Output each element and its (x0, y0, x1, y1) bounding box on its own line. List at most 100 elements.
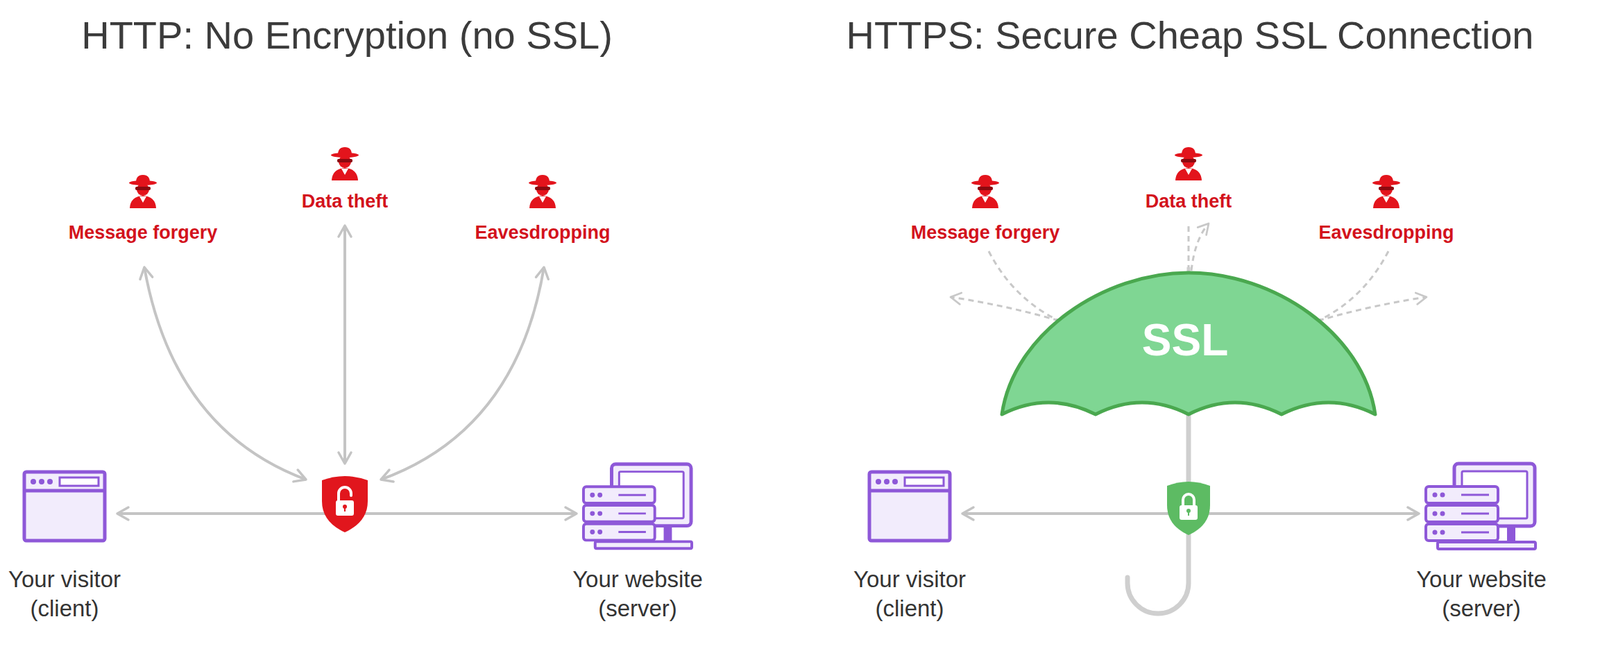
server-node: Your website (server) (581, 461, 694, 551)
server-unit (1425, 505, 1499, 522)
umbrella-node: SSL (999, 267, 1378, 420)
hacker-hat-brim (129, 180, 157, 186)
hacker-hat-brim (971, 180, 1000, 186)
hacker-hat-brim (1174, 152, 1203, 158)
open-shield (321, 475, 368, 533)
browser-dot (30, 478, 37, 485)
hacker-icon (1172, 145, 1205, 181)
server-light (1440, 492, 1446, 498)
server-light (1440, 511, 1446, 517)
threat-label: Message forgery (911, 221, 1061, 244)
server-light (589, 510, 595, 516)
server-unit (1425, 486, 1499, 504)
server-light (1432, 511, 1438, 517)
deflected-attack (1318, 251, 1389, 321)
threat-arrow (343, 225, 347, 464)
address-bar (904, 477, 944, 486)
hacker-hat-brim (330, 152, 359, 158)
server-light (597, 510, 603, 516)
threat-label: Eavesdropping (474, 221, 610, 244)
threat-arrow (144, 267, 306, 480)
threat-node: Data theft (1172, 145, 1205, 181)
server-unit (583, 486, 655, 504)
deflected-attack (1318, 296, 1427, 321)
padlock-body (1179, 505, 1198, 520)
browser-bar (24, 489, 105, 493)
hacker-hat-brim (528, 180, 557, 186)
open-shackle (338, 487, 352, 501)
hacker-collar (539, 196, 547, 203)
threat-node: Message forgery (126, 173, 159, 209)
hacker-collar (1382, 196, 1390, 203)
server-light (597, 492, 603, 498)
monitor-stand (664, 525, 673, 543)
server-node: Your website (server) (1423, 461, 1538, 551)
monitor-stand (1507, 525, 1516, 543)
device-label: Your visitor (client) (833, 564, 986, 624)
server-unit (583, 523, 655, 541)
hacker-icon (328, 145, 361, 181)
address-bar (59, 477, 99, 486)
server-slot (1461, 494, 1489, 497)
threat-label: Message forgery (68, 221, 218, 244)
closed-shackle (1183, 494, 1195, 506)
client-node: Your visitor (client) (867, 469, 952, 543)
deflected-attack (988, 251, 1059, 321)
hacker-collar (981, 196, 989, 203)
server-unit (583, 505, 655, 522)
server-light (589, 492, 595, 498)
server-light (1440, 530, 1446, 535)
threat-label: Eavesdropping (1318, 221, 1454, 244)
panel-heading: HTTPS: Secure Cheap SSL Connection (846, 11, 1535, 59)
padlock-body (335, 500, 354, 516)
deflected-attack (1191, 223, 1209, 271)
canopy-shape (1001, 272, 1376, 415)
server-unit (1425, 523, 1499, 541)
hacker-icon (969, 173, 1002, 209)
closed-shield (1167, 481, 1211, 535)
browser-bar (869, 489, 950, 493)
hacker-glasses (977, 186, 993, 191)
hacker-body (1175, 167, 1202, 181)
client-node: Your visitor (client) (22, 469, 107, 543)
browser-dot (47, 478, 53, 485)
device-label: Your visitor (client) (0, 564, 141, 624)
deflected-attack (1187, 226, 1190, 271)
server-icon (581, 461, 694, 551)
keyhole (344, 506, 346, 512)
device-label: Your website (server) (1405, 564, 1558, 624)
deflected-attack (950, 296, 1059, 321)
base-plate (595, 541, 692, 549)
threat-node: Data theft (328, 145, 361, 181)
hacker-glasses (1180, 158, 1197, 163)
browser-window (24, 471, 105, 541)
threat-node: Eavesdropping (1370, 173, 1403, 209)
server-icon (1423, 461, 1538, 551)
hacker-glasses (534, 186, 551, 191)
threat-node: Message forgery (969, 173, 1002, 209)
hacker-collar (1185, 168, 1193, 175)
hacker-body (972, 195, 999, 209)
hacker-glasses (1378, 186, 1394, 191)
hacker-collar (139, 196, 147, 203)
threat-node: Eavesdropping (526, 173, 559, 209)
browser-dot (883, 478, 890, 485)
hacker-body (129, 195, 157, 209)
hacker-glasses (135, 186, 151, 191)
server-slot (1461, 531, 1489, 534)
server-light (1432, 530, 1438, 535)
threat-label: Data theft (301, 190, 389, 213)
browser-dot (892, 478, 898, 485)
server-light (589, 529, 595, 535)
hacker-icon (526, 173, 559, 209)
server-light (597, 529, 603, 535)
keyhole (1187, 510, 1190, 516)
browser-icon (22, 469, 107, 543)
server-slot (618, 512, 646, 515)
hacker-body (529, 195, 556, 209)
server-slot (618, 494, 646, 497)
umbrella-label: SSL (1142, 315, 1229, 365)
